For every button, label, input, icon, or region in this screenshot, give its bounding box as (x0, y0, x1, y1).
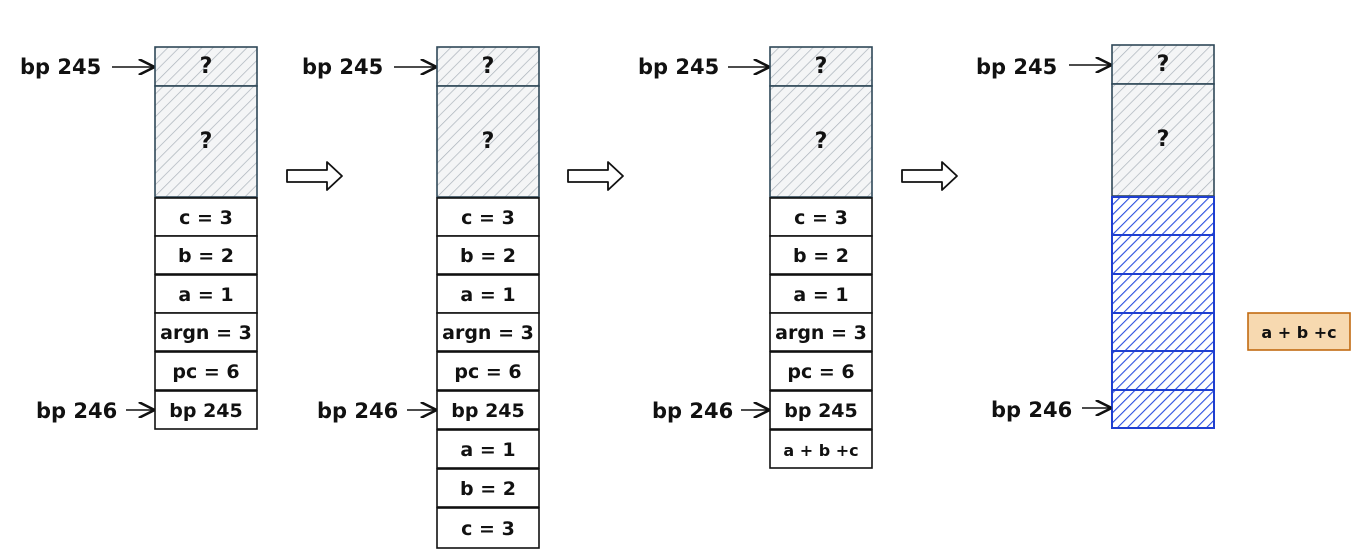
top-pointer-label: bp 245 (20, 55, 101, 79)
stack-cell-text: b = 2 (460, 245, 516, 267)
top-pointer-label: bp 245 (976, 55, 1057, 79)
stack-cell (769, 197, 873, 237)
stack-cell-text: a = 1 (460, 284, 515, 306)
stack-cell (769, 351, 873, 391)
top-pointer-label: bp 245 (302, 55, 383, 79)
return-value-text: a + b +c (1261, 323, 1336, 342)
stack-cell-text: b = 2 (178, 245, 234, 267)
bottom-pointer-label: bp 246 (36, 399, 117, 423)
freed-stack-cell (1111, 389, 1215, 429)
transition-arrow-icon (901, 161, 958, 191)
stack-cell-text: c = 3 (794, 207, 848, 229)
stack-cell (769, 390, 873, 430)
unknown-cell-top (436, 46, 540, 87)
stack-cell-text: a = 1 (460, 439, 515, 461)
unknown-cell-big (436, 85, 540, 198)
stack-cell-text: pc = 6 (787, 361, 854, 383)
stack-cell (436, 312, 540, 352)
transition-arrow-icon (286, 161, 343, 191)
stack-cell-text: a + b +c (783, 441, 858, 460)
stack-cell (154, 351, 258, 391)
stack-cell-text: c = 3 (461, 207, 515, 229)
unknown-cell-top-text: ? (1157, 52, 1170, 77)
stack-cell-text: argn = 3 (442, 322, 534, 344)
freed-stack-cell (1111, 350, 1215, 391)
stack-cell-text: argn = 3 (160, 322, 252, 344)
stack-cell (769, 429, 873, 469)
stack-cell (154, 312, 258, 352)
stack-cell-text: pc = 6 (172, 361, 239, 383)
unknown-cell-big (154, 85, 258, 198)
bottom-pointer-label: bp 246 (991, 398, 1072, 422)
stack-cell (436, 468, 540, 508)
freed-stack-cell (1111, 312, 1215, 352)
freed-stack-cell (1111, 273, 1215, 314)
bottom-pointer-label: bp 246 (317, 399, 398, 423)
stack-2: bp 245 ? ? c = 3 b = 2 a = 1 argn = 3 pc… (302, 46, 540, 549)
stack-cell-text: bp 245 (451, 400, 524, 422)
stack-cell-text: c = 3 (179, 207, 233, 229)
unknown-cell-big-text: ? (815, 129, 828, 154)
unknown-cell-big-text: ? (200, 129, 213, 154)
unknown-cell-top-text: ? (200, 54, 213, 79)
stack-cell (154, 235, 258, 275)
stack-4: bp 245 ? ? bp 246 a + b +c (976, 44, 1351, 429)
stack-cell-text: b = 2 (460, 478, 516, 500)
stack-cell-text: bp 245 (784, 400, 857, 422)
stack-cell-text: pc = 6 (454, 361, 521, 383)
unknown-cell-top (769, 46, 873, 87)
unknown-cell-big-text: ? (482, 129, 495, 154)
stack-cell (154, 274, 258, 314)
unknown-cell-big (769, 85, 873, 198)
stack-cell (154, 390, 258, 430)
stack-cell-text: a = 1 (793, 284, 848, 306)
stack-cell-text: b = 2 (793, 245, 849, 267)
freed-stack-cell (1111, 234, 1215, 275)
stack-3: bp 245 ? ? c = 3 b = 2 a = 1 argn = 3 pc… (638, 46, 873, 469)
unknown-cell-top-text: ? (815, 54, 828, 79)
freed-stack-cell (1111, 196, 1215, 236)
stack-cell (436, 274, 540, 314)
stack-cell-text: argn = 3 (775, 322, 867, 344)
unknown-cell-big (1111, 83, 1215, 197)
stack-cell (769, 235, 873, 275)
stack-cell-text: bp 245 (169, 400, 242, 422)
stack-cell (436, 429, 540, 469)
stack-cell-text: c = 3 (461, 518, 515, 540)
unknown-cell-top-text: ? (482, 54, 495, 79)
stack-cell (436, 390, 540, 430)
bottom-pointer-label: bp 246 (652, 399, 733, 423)
stack-cell-text: a = 1 (178, 284, 233, 306)
transition-arrow-icon (567, 161, 624, 191)
stack-cell (436, 351, 540, 391)
unknown-cell-big-text: ? (1157, 127, 1170, 152)
top-pointer-label: bp 245 (638, 55, 719, 79)
stack-cell (436, 507, 540, 549)
stack-1: bp 245 ? ? c = 3 b = 2 a = 1 argn = 3 pc… (20, 46, 258, 430)
stack-cell (769, 312, 873, 352)
return-value-box (1247, 312, 1351, 351)
stack-cell (436, 235, 540, 275)
